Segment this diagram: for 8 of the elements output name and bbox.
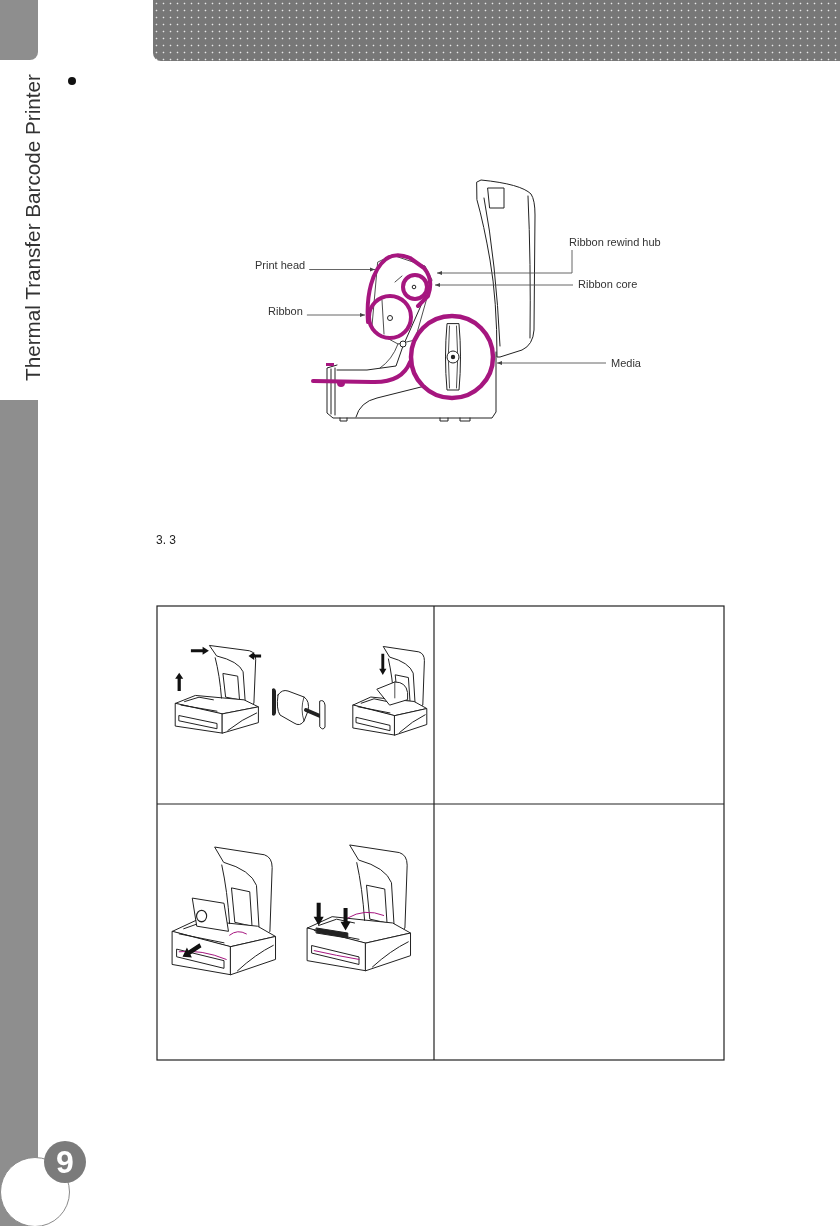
running-title: Thermal Transfer Barcode Printer (21, 74, 45, 381)
section-number: 3. 3 (156, 533, 176, 547)
part-label: Ribbon (268, 305, 303, 318)
page-number: 9 (44, 1141, 86, 1183)
part-label: Ribbon rewind hub (569, 236, 661, 249)
part-label: Media (611, 357, 641, 370)
part-label: Print head (255, 259, 306, 272)
part-label: Ribbon core (578, 278, 638, 291)
